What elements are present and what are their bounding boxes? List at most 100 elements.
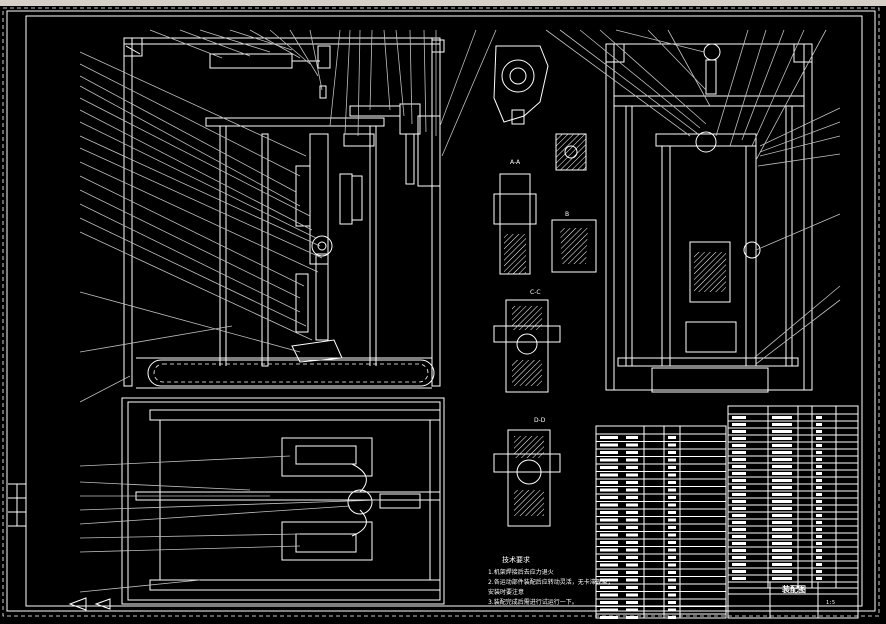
bom-cell-text (668, 481, 676, 484)
bom-cell-text (626, 601, 638, 604)
bom-cell-text (600, 473, 618, 477)
bom-cell-text (772, 451, 792, 454)
bom-cell-text (732, 493, 746, 496)
bom-cell-text (772, 500, 792, 503)
tech-item-2: 2.各运动部件装配后应转动灵活，无卡滞现象； (488, 578, 614, 586)
bom-cell-text (732, 542, 746, 545)
bom-cell-text (816, 486, 822, 489)
bom-cell-text (772, 570, 792, 573)
bom-cell-text (732, 479, 746, 482)
bom-cell-text (816, 563, 822, 566)
bom-cell-text (732, 577, 746, 580)
label-view-d: D-D (534, 417, 546, 424)
bom-cell-text (668, 541, 676, 544)
bom-cell-text (668, 556, 676, 559)
bom-cell-text (668, 571, 676, 574)
bom-cell-text (732, 528, 746, 531)
bom-cell-text (668, 436, 676, 439)
window-top-strip (0, 0, 886, 6)
bom-cell-text (772, 514, 792, 517)
bom-cell-text (600, 511, 618, 514)
bom-cell-text (732, 437, 746, 440)
bom-cell-text (732, 549, 746, 552)
bom-cell-text (626, 541, 638, 544)
top-view (79, 397, 445, 605)
bom-cell-text (816, 549, 822, 552)
bom-cell-text (600, 451, 618, 454)
bom-cell-text (772, 486, 792, 489)
bom-cell-text (626, 473, 638, 477)
bom-cell-text (668, 503, 676, 507)
bom-cell-text (626, 526, 638, 529)
bom-cell-text (626, 496, 638, 499)
bom-cell-text (772, 444, 792, 447)
bom-cell-text (732, 570, 746, 573)
bom-cell-text (600, 436, 618, 439)
bom-cell-text (732, 535, 746, 538)
bom-cell-text (668, 473, 676, 477)
bom-cell-text (626, 458, 638, 462)
bom-cell-text (816, 570, 822, 573)
bom-cell-text (732, 465, 746, 468)
bom-cell-text (816, 542, 822, 545)
detail-views: A-A B C-C D-D (493, 45, 597, 527)
bom-cell-text (600, 503, 618, 507)
bom-cell-text (626, 481, 638, 484)
bom-cell-text (668, 526, 676, 529)
bom-cell-text (732, 416, 746, 419)
bom-cell-text (668, 466, 676, 469)
bom-cell-text (626, 518, 638, 522)
bom-cell-text (816, 451, 822, 454)
bom-cell-text (626, 563, 638, 567)
drawing-scale: 1:5 (826, 600, 835, 606)
tech-item-3: 安装时要注意 (488, 588, 524, 596)
bom-cell-text (816, 493, 822, 496)
bom-cell-text (772, 549, 792, 552)
bom-cell-text (772, 416, 792, 419)
bom-cell-text (626, 616, 638, 619)
bom-cell-text (626, 503, 638, 507)
bom-cell-text (600, 526, 618, 529)
bom-cell-text (772, 430, 792, 433)
bom-cell-text (626, 451, 638, 454)
bom-cell-text (600, 556, 618, 559)
bom-cell-text (600, 443, 618, 447)
bom-cell-text (816, 465, 822, 468)
bom-cell-text (732, 444, 746, 447)
bom-cell-text (816, 472, 822, 475)
bom-cell-text (732, 500, 746, 503)
bom-cell-text (626, 571, 638, 574)
bom-cell-text (732, 507, 746, 510)
side-view (545, 29, 841, 393)
bom-cell-text (816, 430, 822, 433)
tech-item-4: 3.装配完成后需进行试运行一下。 (488, 598, 578, 606)
bom-cell-text (668, 601, 676, 604)
title-block: 装配图 1:5 (727, 581, 859, 619)
bom-cell-text (816, 458, 822, 461)
bom-cell-text (816, 507, 822, 510)
bom-cell-text (772, 528, 792, 531)
bom-cell-text (600, 496, 618, 499)
bom-cell-text (816, 423, 822, 426)
cad-drawing-canvas[interactable]: A-A B C-C D-D (0, 6, 886, 624)
front-view (79, 29, 497, 403)
bom-cell-text (732, 556, 746, 559)
drawing-title: 装配图 (781, 584, 806, 594)
bom-cell-text (772, 465, 792, 468)
bom-cell-text (600, 586, 618, 589)
bom-cell-text (816, 514, 822, 517)
bom-cell-text (772, 458, 792, 461)
bom-cell-text (772, 563, 792, 566)
bom-cell-text (600, 533, 618, 537)
bom-cell-text (816, 500, 822, 503)
bom-cell-text (668, 593, 676, 597)
bom-cell-text (600, 488, 618, 492)
bom-cell-text (626, 593, 638, 597)
bom-cell-text (600, 571, 618, 574)
bom-cell-text (626, 488, 638, 492)
bom-cell-text (600, 563, 618, 567)
bom-cell-text (668, 578, 676, 582)
bom-cell-text (668, 488, 676, 492)
bom-cell-text (668, 496, 676, 499)
bom-cell-text (600, 481, 618, 484)
